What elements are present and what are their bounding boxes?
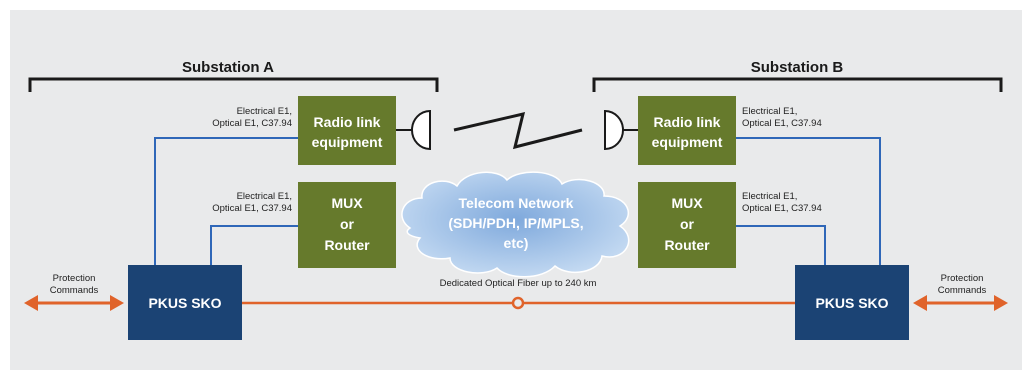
pkus-sko-b [795, 265, 909, 340]
mux-b-line1: MUX [671, 195, 703, 211]
fiber-label: Dedicated Optical Fiber up to 240 km [440, 278, 597, 289]
substation-b-bracket [592, 77, 1003, 92]
radio-a-line2: equipment [312, 134, 383, 150]
mux-b-line2: or [680, 216, 695, 232]
radio-b-line1: Radio link [654, 114, 721, 130]
link-right-mux [736, 225, 826, 265]
pkus-b-label: PKUS SKO [815, 295, 888, 311]
protection-a-line1: Protection [53, 273, 96, 284]
protection-a-line2: Commands [50, 285, 99, 296]
protection-arrow-b-icon [913, 295, 1008, 311]
mux-router-b [638, 182, 736, 268]
radio-b-line2: equipment [652, 134, 723, 150]
mux-router-a [298, 182, 396, 268]
interface-label-a-mux-line1: Electrical E1, [237, 191, 292, 202]
mux-b-line3: Router [664, 237, 710, 253]
pkus-a-label: PKUS SKO [148, 295, 221, 311]
interface-label-a-mux-line2: Optical E1, C37.94 [212, 203, 292, 214]
radio-link-zigzag [453, 111, 583, 150]
radio-equipment-b [638, 96, 736, 165]
substation-a-title: Substation A [182, 59, 274, 76]
telecom-line1: Telecom Network [459, 195, 574, 211]
mux-a-line3: Router [324, 237, 370, 253]
link-left-radio [154, 137, 298, 265]
protection-b-line2: Commands [938, 285, 987, 296]
interface-label-b-mux-line2: Optical E1, C37.94 [742, 203, 822, 214]
protection-b-line1: Protection [941, 273, 984, 284]
interface-label-b-mux-line1: Electrical E1, [742, 191, 797, 202]
protection-arrow-a-icon [24, 295, 124, 311]
mux-a-line2: or [340, 216, 355, 232]
link-right-radio [736, 137, 881, 265]
telecom-line2: (SDH/PDH, IP/MPLS, [448, 215, 583, 231]
pkus-sko-a [128, 265, 242, 340]
telecom-line3: etc) [504, 235, 529, 251]
interface-label-a-radio-line2: Optical E1, C37.94 [212, 118, 292, 129]
substation-b-title: Substation B [751, 59, 844, 76]
link-left-mux [210, 225, 298, 265]
interface-label-b-radio-line1: Electrical E1, [742, 106, 797, 117]
radio-a-line1: Radio link [314, 114, 381, 130]
radio-equipment-a [298, 96, 396, 165]
antenna-a-dish-icon [411, 109, 431, 151]
interface-label-b-radio-line2: Optical E1, C37.94 [742, 118, 822, 129]
mux-a-line1: MUX [331, 195, 363, 211]
interface-label-a-radio-line1: Electrical E1, [237, 106, 292, 117]
fiber-node-icon [511, 296, 525, 310]
telecom-cloud [401, 171, 630, 278]
substation-a-bracket [28, 77, 439, 92]
antenna-b-dish-icon [604, 109, 624, 151]
